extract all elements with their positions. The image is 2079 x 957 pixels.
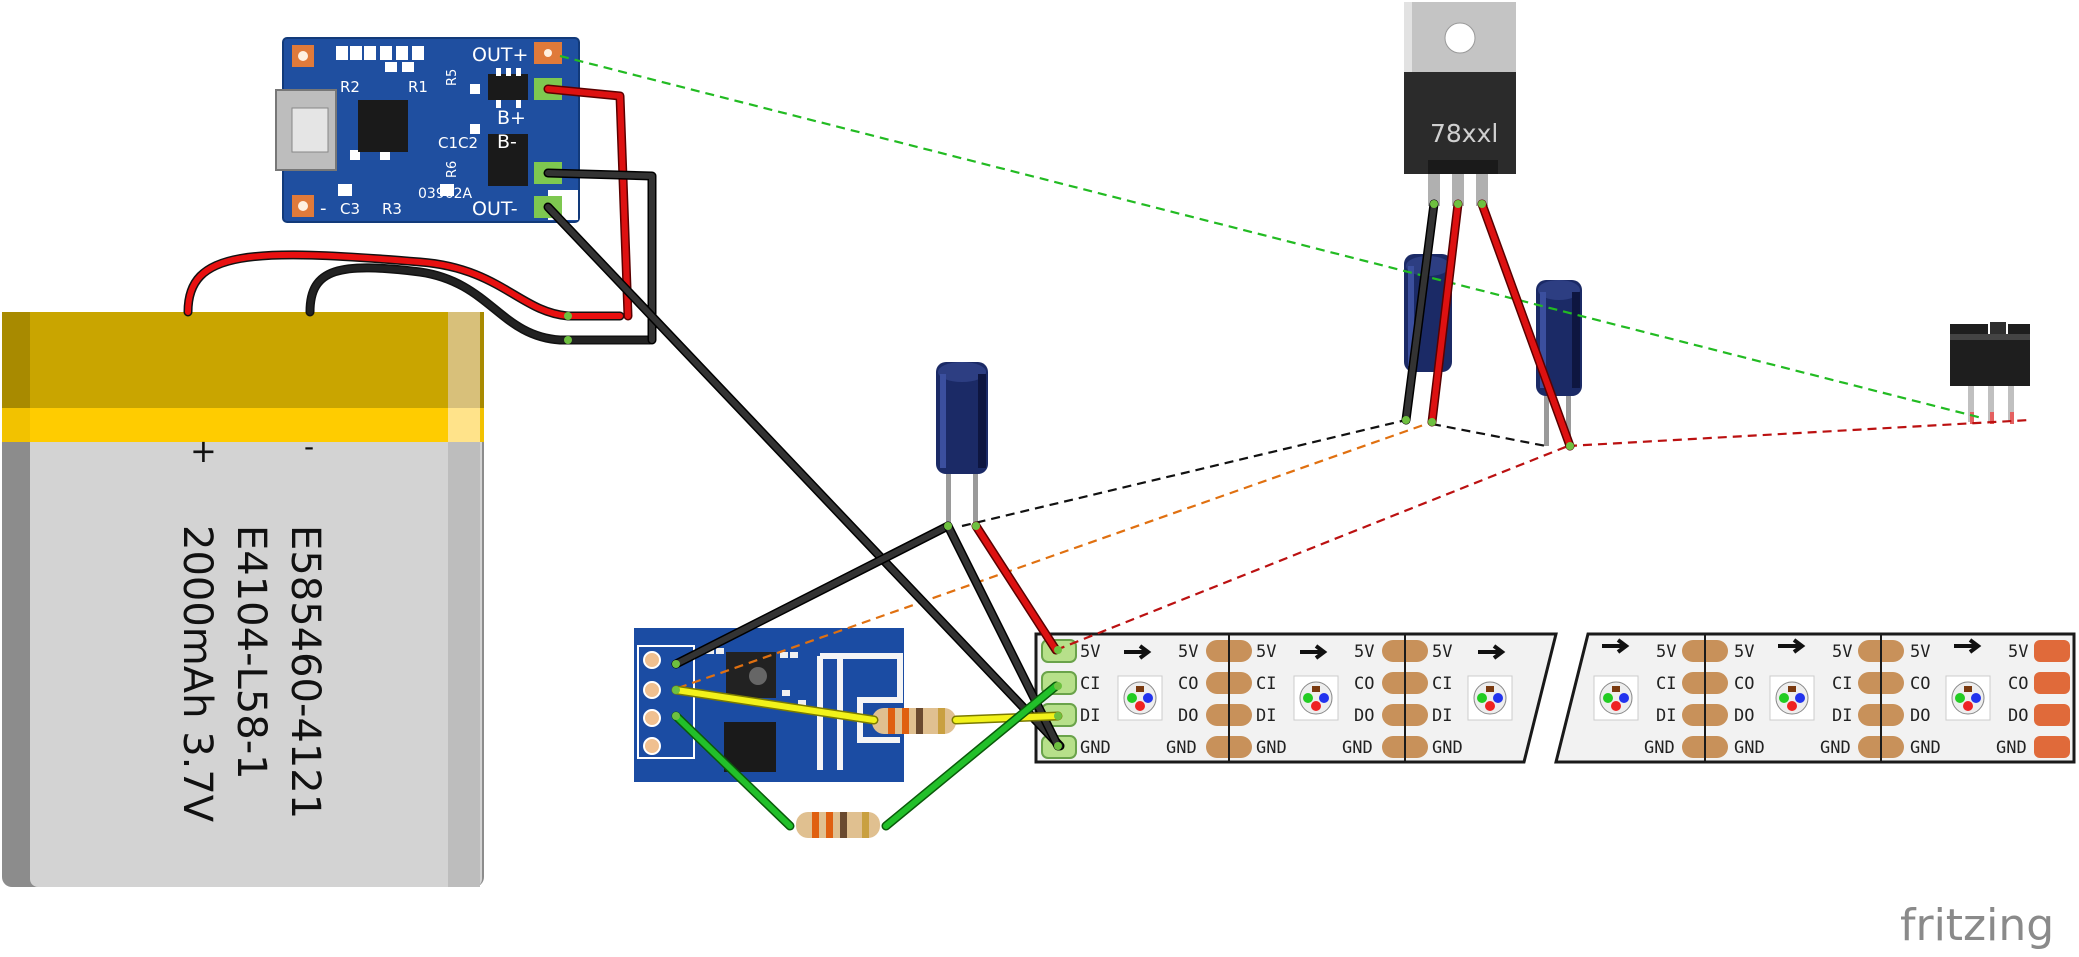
capacitor-left[interactable] [936, 362, 988, 526]
dash-black-cap-to-reg [961, 418, 1407, 528]
strip2-arrow-2-icon [1778, 638, 1806, 654]
charger-code-label: 03962A [418, 186, 473, 202]
strip1-pin-5v: 5V [1080, 642, 1100, 662]
strip1-arrow-2-icon [1300, 644, 1328, 660]
dash-black-reg-to-cap [1431, 422, 1547, 448]
strip1-u2-out-do: DO [1354, 706, 1374, 726]
strip1-u2-out-5v: 5V [1354, 642, 1374, 662]
wire-ends [564, 200, 1574, 750]
strip2-u1-in-5v: 5V [1656, 642, 1676, 662]
charger-out-minus-label: OUT- [472, 198, 518, 220]
slide-switch[interactable] [1950, 322, 2030, 424]
charger-c3-label: C3 [340, 200, 360, 218]
dash-green-out-to-switch [559, 54, 1983, 420]
battery-minus-label: - [304, 430, 314, 463]
strip2-u2-in-5v: 5V [1832, 642, 1852, 662]
strip1-arrow-1-icon [1124, 644, 1152, 660]
battery-text-line3: 2000mAh 3.7V [174, 525, 220, 823]
charger-module[interactable]: OUT+ B+ B- OUT- R2 R1 R5 R6 C1C2 C3 R3 0… [275, 37, 580, 223]
strip1-u1-out-co: CO [1178, 674, 1198, 694]
strip1-u3-in-5v: 5V [1432, 642, 1452, 662]
battery-text-line1: E585460-4121 [282, 525, 328, 819]
charger-b-plus-label: B+ [497, 107, 526, 129]
strip2-u3-in-gnd: GND [1996, 738, 2027, 758]
resistor-pullup[interactable] [796, 812, 880, 838]
strip2-arrow-1-icon [1602, 638, 1630, 654]
strip2-u1-out-gnd: GND [1734, 738, 1765, 758]
capacitor-right[interactable] [1536, 280, 1582, 446]
strip2-u1-out-do: DO [1734, 706, 1754, 726]
charger-r6-label: R6 [445, 161, 460, 178]
strip2-u1-out-5v: 5V [1734, 642, 1754, 662]
strip2-u1-out-co: CO [1734, 674, 1754, 694]
strip1-u2-in-ci: CI [1256, 674, 1276, 694]
strip1-u2-out-gnd: GND [1342, 738, 1373, 758]
charger-minus-label: - [320, 198, 327, 219]
voltage-regulator[interactable]: 78xxl [1404, 2, 1516, 206]
strip1-arrow-3-icon [1478, 644, 1506, 660]
dash-red-cap-to-switch [1567, 418, 2031, 448]
strip1-u2-out-co: CO [1354, 674, 1374, 694]
charger-r1-label: R1 [408, 78, 428, 96]
strip1-pin-gnd: GND [1080, 738, 1111, 758]
strip1-u2-in-gnd: GND [1256, 738, 1287, 758]
strip1-u3-in-di: DI [1432, 706, 1452, 726]
led-strip-segment-2[interactable]: 5V CI DI GND 5V CO DO GND 5V CI DI GND 5… [1554, 632, 2076, 764]
strip1-pin-di: DI [1080, 706, 1100, 726]
strip2-u2-out-5v: 5V [1910, 642, 1930, 662]
strip2-u2-out-gnd: GND [1910, 738, 1941, 758]
strip2-u2-in-gnd: GND [1820, 738, 1851, 758]
strip2-u3-in-do: DO [2008, 706, 2028, 726]
strip2-arrow-3-icon [1954, 638, 1982, 654]
strip2-u2-out-co: CO [1910, 674, 1930, 694]
charger-r3-label: R3 [382, 200, 402, 218]
charger-c1c2-label: C1C2 [438, 134, 478, 152]
led-strip-segment-1[interactable]: 5V CI DI GND 5V CO DO GND 5V CI DI GND [1034, 632, 1558, 764]
strip2-u2-in-ci: CI [1832, 674, 1852, 694]
strip1-u3-in-ci: CI [1432, 674, 1452, 694]
esp8266-module[interactable] [634, 628, 904, 782]
charger-b-minus-label: B- [497, 131, 517, 153]
strip1-u1-out-gnd: GND [1166, 738, 1197, 758]
strip2-u2-in-di: DI [1832, 706, 1852, 726]
strip2-u2-out-do: DO [1910, 706, 1930, 726]
dash-orange-esp-to-reg [677, 420, 1433, 690]
charger-r5-label: R5 [445, 69, 460, 86]
strip1-u1-out-do: DO [1178, 706, 1198, 726]
strip1-u2-in-5v: 5V [1256, 642, 1276, 662]
wire-battery-red [183, 250, 625, 321]
strip2-u1-in-gnd: GND [1644, 738, 1675, 758]
lipo-battery[interactable]: + - E585460-4121 E4104-L58-1 2000mAh 3.7… [2, 312, 484, 887]
strip1-u3-in-gnd: GND [1432, 738, 1463, 758]
strip1-u1-out-5v: 5V [1178, 642, 1198, 662]
fritzing-watermark: fritzing [1900, 900, 2054, 951]
charger-out-plus-label: OUT+ [472, 44, 528, 66]
regulator-label: 78xxl [1430, 119, 1498, 148]
resistor-data[interactable] [872, 708, 956, 734]
dash-red-strip-to-cap [1055, 444, 1569, 652]
charger-r2-label: R2 [340, 78, 360, 96]
wires [183, 84, 1575, 831]
strip1-u2-in-di: DI [1256, 706, 1276, 726]
battery-text-line2: E4104-L58-1 [228, 525, 274, 780]
strip2-u3-in-co: CO [2008, 674, 2028, 694]
battery-plus-label: + [190, 432, 217, 470]
strip2-u3-in-5v: 5V [2008, 642, 2028, 662]
strip2-u1-in-di: DI [1656, 706, 1676, 726]
ratsnest-lines [559, 54, 2031, 690]
strip2-u1-in-ci: CI [1656, 674, 1676, 694]
strip1-pin-ci: CI [1080, 674, 1100, 694]
